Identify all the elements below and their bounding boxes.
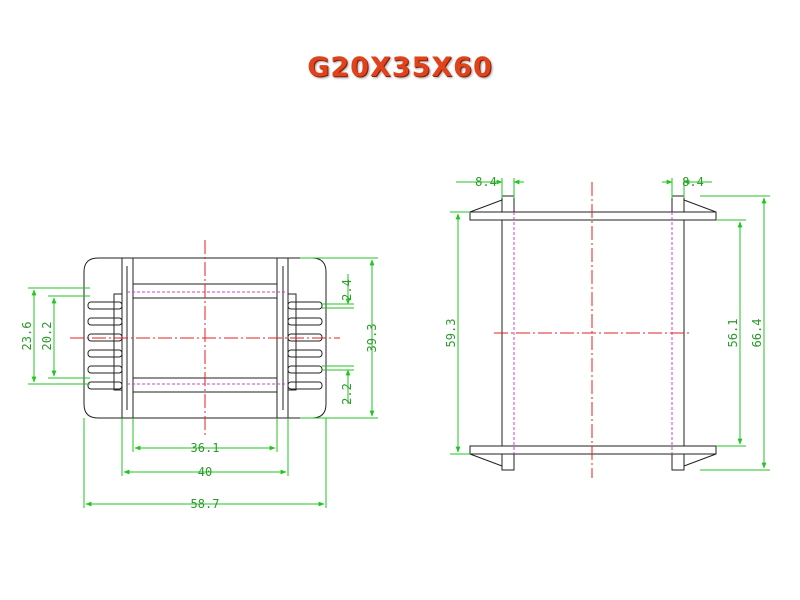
pin	[87, 317, 123, 326]
pin	[87, 349, 123, 358]
drawing-title: G20X35X60	[307, 52, 493, 83]
dim-label-2-4: 2.4	[340, 279, 354, 301]
pin	[87, 381, 123, 390]
dim-label-23-6: 23.6	[20, 322, 34, 351]
pin	[287, 365, 323, 374]
bottom-flange-plate	[469, 445, 717, 455]
pin	[87, 301, 123, 310]
dim-label-36-1: 36.1	[191, 441, 220, 455]
dim-label-2-2: 2.2	[340, 383, 354, 405]
dim-label-39-3: 39.3	[365, 324, 379, 353]
bottom-flange	[469, 453, 515, 471]
front-view: 23.6 20.2 2.4 39.3 2.2 36.1 40 58.7	[20, 240, 379, 511]
dim-label-66-4: 66.4	[750, 319, 764, 348]
dim-label-56-1: 56.1	[726, 319, 740, 348]
pin	[87, 365, 123, 374]
pin	[287, 317, 323, 326]
right-pins	[287, 293, 323, 391]
pin	[287, 349, 323, 358]
left-pins	[87, 293, 123, 391]
dim-label-59-3: 59.3	[444, 319, 458, 348]
top-flange-plate	[469, 211, 717, 221]
side-view: 8.4 8.4 59.3 56.1 66.4	[444, 175, 770, 478]
dim-label-8-4-right: 8.4	[682, 175, 704, 189]
pin	[287, 381, 323, 390]
dim-label-58-7: 58.7	[191, 497, 220, 511]
top-flange	[469, 195, 515, 213]
dim-label-8-4-left: 8.4	[475, 175, 497, 189]
dim-label-40: 40	[198, 465, 212, 479]
dim-label-20-2: 20.2	[40, 322, 54, 351]
pin	[287, 301, 323, 310]
